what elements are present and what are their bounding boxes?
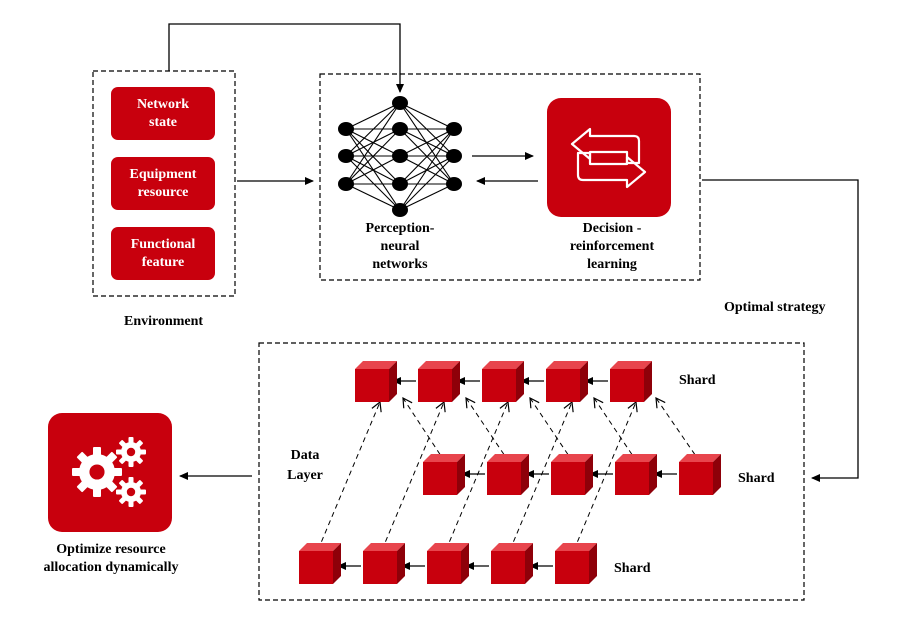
nn-node — [392, 177, 408, 191]
shard-block — [615, 454, 657, 495]
optimal-strategy-label: Optimal strategy — [724, 300, 826, 315]
shard-block — [482, 361, 524, 402]
shard-block — [679, 454, 721, 495]
shard-link — [529, 396, 574, 463]
nn-node — [338, 122, 354, 136]
nn-node — [392, 149, 408, 163]
nn-edge — [345, 102, 401, 185]
nn-node — [446, 149, 462, 163]
strategy-connector — [702, 179, 859, 482]
nn-edge — [399, 102, 455, 130]
shard-links — [317, 396, 701, 551]
shard-link — [465, 396, 510, 463]
nn-edge — [399, 183, 455, 211]
nn-edge — [345, 102, 401, 130]
shard-block — [423, 454, 465, 495]
shard-link — [402, 396, 446, 463]
shard-block — [299, 543, 341, 584]
shard-block — [427, 543, 469, 584]
shard-block — [551, 454, 593, 495]
shard-block — [355, 361, 397, 402]
shard-block — [487, 454, 529, 495]
nn-edge — [399, 128, 455, 185]
env-functional-feature: Functional feature — [111, 227, 215, 280]
nn-node — [338, 149, 354, 163]
shard-block — [546, 361, 588, 402]
shard-label-middle: Shard — [738, 471, 775, 486]
env-to-network-connector — [168, 23, 404, 93]
gears-icon — [72, 437, 146, 507]
decision-box — [547, 98, 671, 217]
nn-edge — [399, 128, 455, 211]
decision-label: Decision - reinforcement learning — [569, 221, 655, 272]
shard-block — [418, 361, 460, 402]
shard-chain-arrows — [337, 377, 677, 570]
neural-network-icon — [338, 96, 462, 217]
env-functional-feature-label: Functional feature — [130, 236, 196, 270]
env-network-state: Network state — [111, 87, 215, 140]
nn-edge — [345, 155, 401, 185]
nn-edge — [345, 102, 401, 157]
nn-node — [392, 96, 408, 110]
nn-edge — [399, 128, 455, 157]
env-equipment-resource: Equipment resource — [111, 157, 215, 210]
nn-node — [392, 203, 408, 217]
shard-block — [363, 543, 405, 584]
shard-block — [610, 361, 652, 402]
gear-shape — [116, 437, 146, 467]
shard-blocks — [299, 361, 721, 584]
shard-link — [593, 396, 638, 463]
shard-link — [317, 400, 382, 551]
nn-edge — [345, 128, 401, 157]
shard-link — [655, 396, 701, 463]
output-label: Optimize resource allocation dynamically — [43, 542, 179, 575]
nn-edge — [345, 155, 401, 211]
nn-node — [446, 177, 462, 191]
data-layer-group — [258, 342, 805, 601]
nn-edge — [345, 183, 401, 211]
gear-shape — [116, 477, 146, 507]
shard-block — [491, 543, 533, 584]
env-equipment-resource-label: Equipment resource — [129, 166, 197, 200]
shard-label-bottom: Shard — [614, 561, 651, 576]
processing-group — [319, 73, 701, 281]
repeat-arrows-icon — [570, 127, 647, 189]
shard-block — [555, 543, 597, 584]
environment-title: Environment — [124, 314, 204, 329]
nn-edge — [345, 128, 401, 185]
nn-node — [338, 177, 354, 191]
shard-label-top: Shard — [679, 373, 716, 388]
nn-edge — [399, 155, 455, 211]
data-layer-label: Data Layer — [287, 448, 323, 483]
nn-node — [446, 122, 462, 136]
gear-shape — [72, 447, 122, 497]
perception-label: Perception-neural networks — [365, 221, 435, 272]
env-network-state-label: Network state — [136, 96, 190, 130]
nn-edge — [399, 102, 455, 185]
nn-node — [392, 122, 408, 136]
